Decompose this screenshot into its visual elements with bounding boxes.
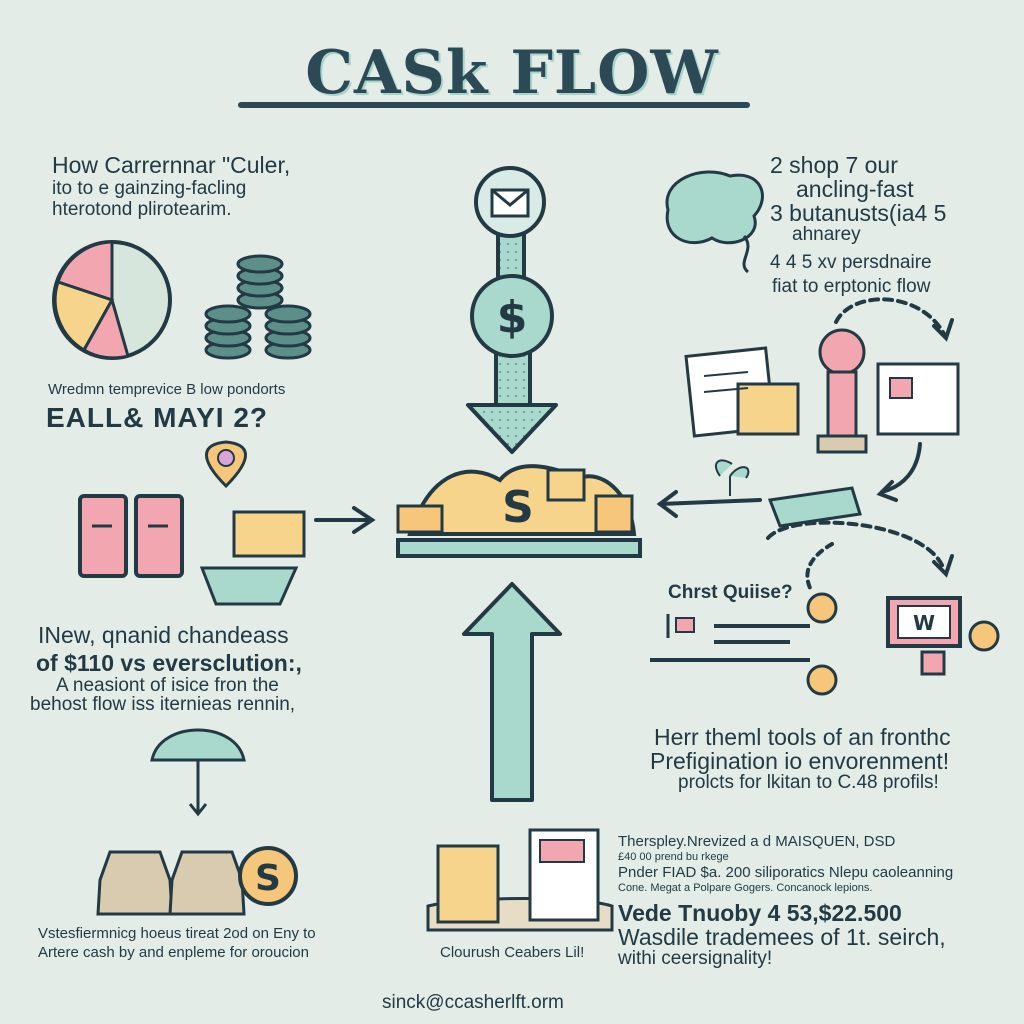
bottom-center-caption: Clourush Ceabers Lil! — [440, 944, 585, 961]
bottom-right-line-7: withi ceersignality! — [618, 948, 773, 969]
bottom-right-line-6: Wasdile trademees of 1t. seirch, — [618, 924, 946, 950]
bottom-right-line-3: Pnder FIAD $a. 200 siliporatics Nlepu ca… — [618, 864, 954, 881]
right-top-line-4: ahnarey — [792, 224, 861, 245]
right-mid-line-1: Herr theml tools of an fronthc — [654, 724, 951, 750]
bottom-right-line-2: £40 00 prend bu rkege — [618, 851, 729, 863]
document-icon — [426, 828, 614, 932]
cash-roll-icon — [767, 486, 862, 528]
map-pin-icon — [205, 440, 247, 489]
brain-icon — [665, 170, 764, 274]
bottom-right-line-5: Vede Tnuoby 4 53,$22.500 — [618, 900, 902, 926]
bottom-right-line-4: Cone. Megat a Polpare Gogers. Concanock … — [618, 882, 873, 894]
sprout-icon — [714, 459, 750, 496]
left-mid-big: EALL& MAYI 2? — [46, 402, 268, 433]
svg-text:S: S — [255, 858, 281, 899]
coin-stack-icon — [204, 254, 312, 360]
flow-arrows-right — [656, 297, 954, 594]
left-lower-line-3: A neasiont of isice fron the — [56, 675, 279, 696]
right-arrow-left — [314, 506, 376, 534]
down-arrow — [466, 230, 558, 454]
right-top-line-1: 2 shop 7 our — [770, 152, 898, 178]
intro-line-1: How Carrernnar "Culer, — [52, 152, 291, 178]
umbrella-icon — [150, 728, 246, 817]
dollar-coin-icon: $ — [470, 274, 554, 358]
svg-text:S: S — [502, 482, 534, 533]
svg-text:$: $ — [497, 292, 528, 343]
right-mid-label: Chrst Quiise? — [668, 582, 793, 603]
bottom-left-line-2: Artere cash by and enpleme for oroucion — [38, 944, 309, 961]
checklist-icon — [650, 592, 838, 696]
left-lower-line-2: of $110 vs eversclution:, — [36, 650, 302, 676]
left-lower-line-4: behost flow iss iternieas rennin, — [30, 694, 296, 715]
paper-stack-icon — [684, 346, 800, 438]
badge-w-icon: W — [886, 596, 1000, 676]
pie-chart-icon — [52, 240, 172, 360]
envelope-icon — [474, 166, 546, 238]
page-title: CASk FLOW — [305, 38, 719, 108]
bottom-left-line-1: Vstesfiermnicg hoeus tireat 2od on Eny t… — [38, 925, 316, 942]
money-pile-icon: S — [396, 464, 642, 558]
right-top-line-5: 4 4 5 xv persdnaire — [770, 252, 932, 273]
intro-line-3: hterotond plirotearim. — [52, 199, 232, 220]
right-top-line-6: fiat to erptonic flow — [772, 276, 931, 297]
intro-line-2: ito to e gainzing-facling — [52, 178, 247, 199]
right-top-line-2: ancling-fast — [796, 176, 914, 202]
right-mid-line-2: Prefigination io envorenment! — [650, 748, 950, 774]
basket-icon — [199, 510, 306, 606]
jar-icons — [78, 494, 184, 578]
svg-text:W: W — [913, 611, 935, 635]
title-underline — [238, 102, 750, 108]
bottom-right-line-1: Therspley.Nrevized a d MAISQUEN, DSD — [618, 833, 896, 850]
right-mid-line-3: prolcts for lkitan to C.48 profils! — [678, 772, 939, 793]
left-mid-small: Wredmn temprevice B low pondorts — [48, 381, 286, 398]
up-arrow — [462, 582, 562, 802]
money-bag-icon: S — [96, 846, 298, 916]
right-top-line-3: 3 butanusts(ia4 5 — [770, 200, 947, 226]
left-lower-line-1: INew, qnanid chandeass — [38, 622, 289, 648]
footer-email[interactable]: sinck@ccasherlft.orm — [382, 992, 564, 1013]
piggy-bank-icon — [816, 328, 960, 454]
